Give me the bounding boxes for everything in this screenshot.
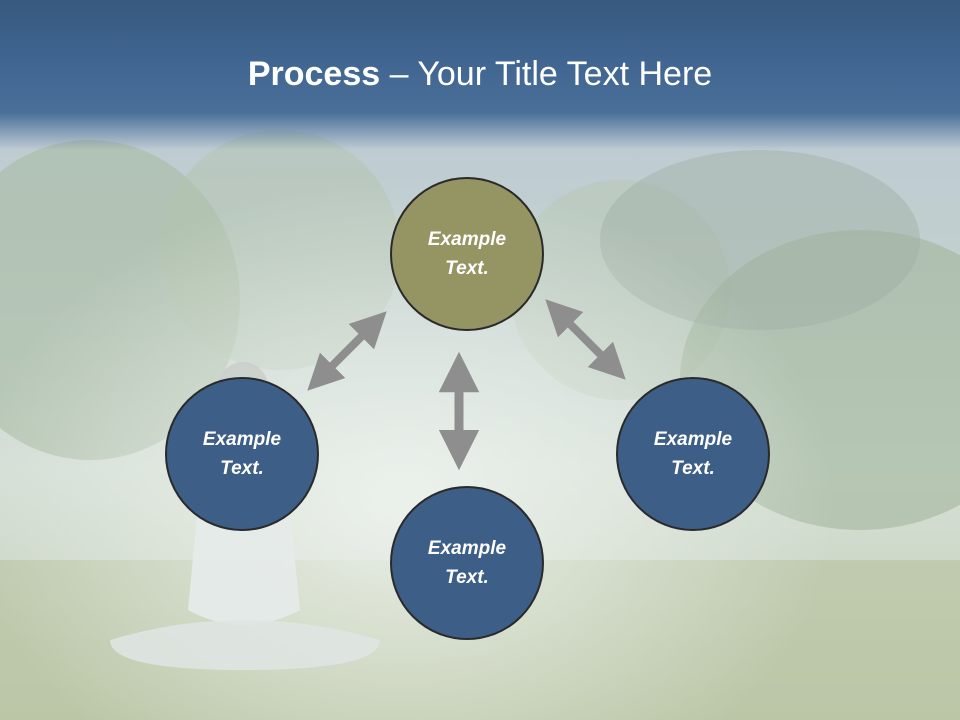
node-bottom: Example Text.	[390, 486, 544, 640]
title-bar	[0, 0, 960, 150]
node-right: Example Text.	[616, 377, 770, 531]
node-top: Example Text.	[390, 177, 544, 331]
node-left: Example Text.	[165, 377, 319, 531]
arrow-top-left	[307, 311, 387, 391]
arrow-top-right	[545, 299, 626, 380]
node-left-label: Example Text.	[202, 429, 282, 479]
node-bottom-label: Example Text.	[427, 538, 507, 588]
slide-title: Process – Your Title Text Here	[0, 50, 960, 98]
title-rest: – Your Title Text Here	[380, 55, 713, 93]
node-right-label: Example Text.	[653, 429, 733, 479]
node-top-label: Example Text.	[427, 229, 507, 279]
title-bold: Process	[247, 55, 381, 93]
